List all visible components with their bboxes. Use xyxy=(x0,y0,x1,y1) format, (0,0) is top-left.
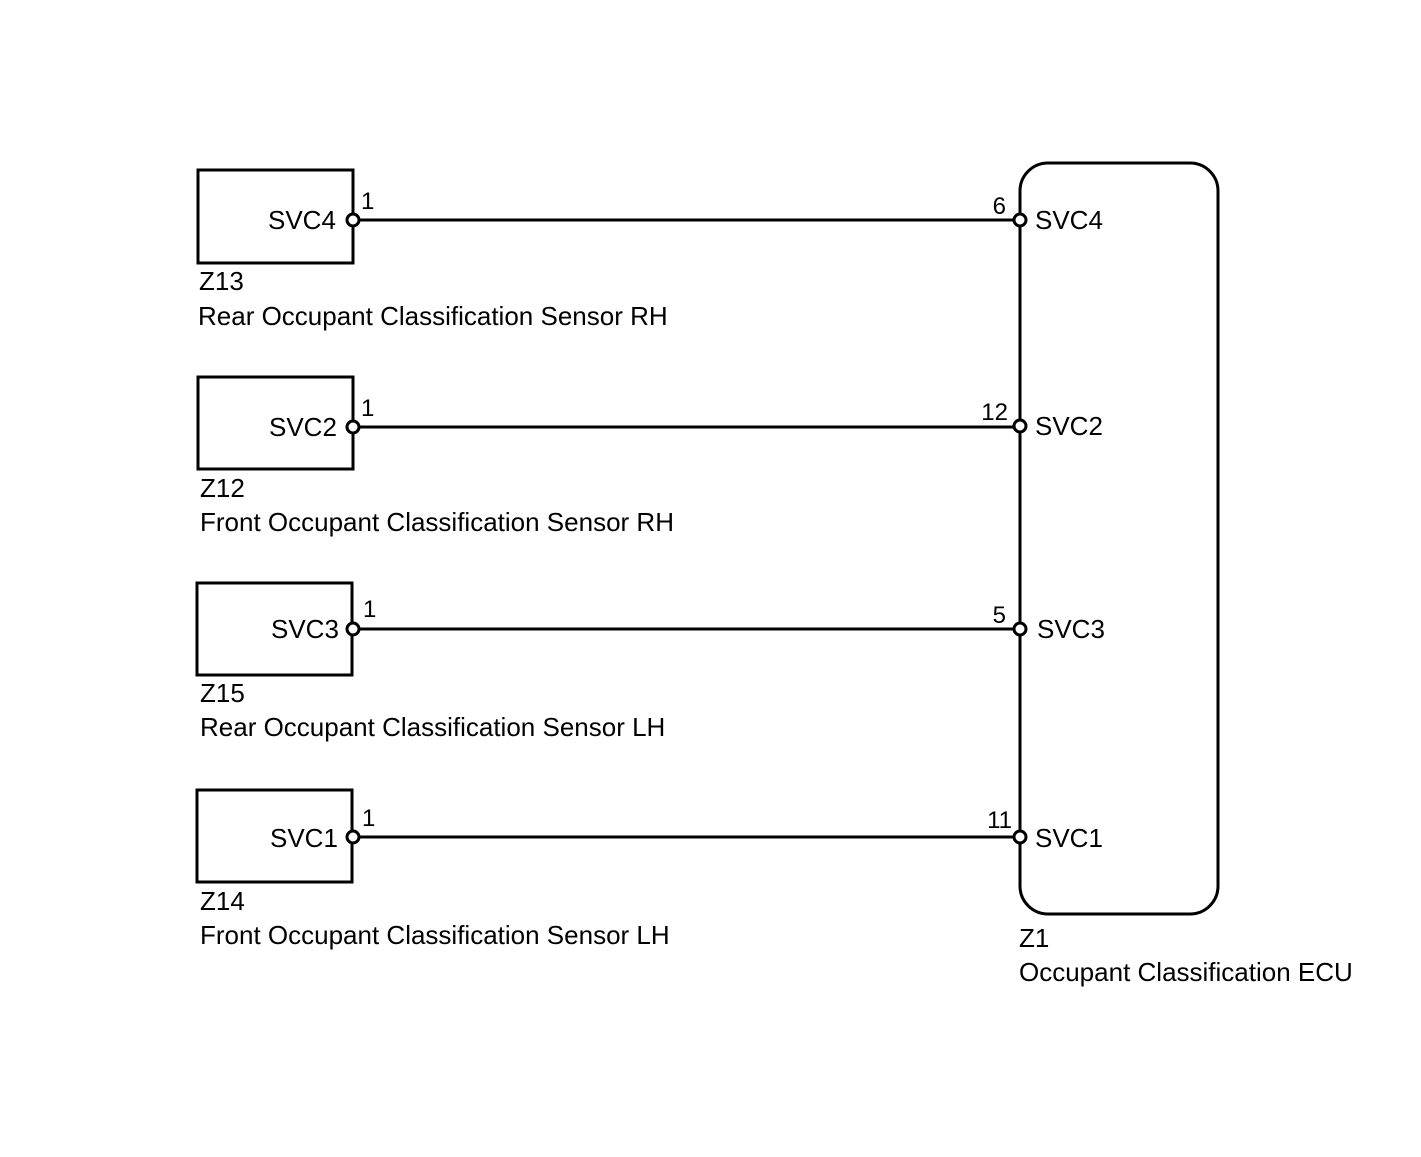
ecu-pin-number: 11 xyxy=(987,807,1012,834)
sensor-pin-number: 1 xyxy=(361,395,374,422)
sensor-name: Rear Occupant Classification Sensor RH xyxy=(198,301,668,331)
sensor-pin-label: SVC3 xyxy=(271,614,339,644)
sensor-code: Z14 xyxy=(200,886,245,916)
ecu-terminal xyxy=(1012,829,1028,845)
sensor-terminal xyxy=(345,419,361,435)
ecu-pin-number: 6 xyxy=(993,193,1006,220)
ecu-pin-number: 5 xyxy=(993,602,1006,629)
sensor-name: Front Occupant Classification Sensor RH xyxy=(200,507,674,537)
sensor-name: Front Occupant Classification Sensor LH xyxy=(200,920,670,950)
sensor-terminal xyxy=(345,212,361,228)
sensor-z15: SVC3 1 5 SVC3 Z15 Rear Occupant Classifi… xyxy=(195,581,1105,742)
sensor-code: Z15 xyxy=(200,678,245,708)
ecu-terminal xyxy=(1012,621,1028,637)
sensor-code: Z12 xyxy=(200,473,245,503)
ecu-pin-label: SVC4 xyxy=(1035,205,1103,235)
sensor-pin-number: 1 xyxy=(361,188,374,215)
ecu-pin-label: SVC1 xyxy=(1035,823,1103,853)
ecu-box xyxy=(1018,161,1220,916)
sensor-z12: SVC2 1 12 SVC2 Z12 Front Occupant Classi… xyxy=(196,375,1103,537)
sensor-terminal xyxy=(345,829,361,845)
ecu-name: Occupant Classification ECU xyxy=(1019,957,1353,987)
ecu-terminal xyxy=(1012,212,1028,228)
ecu-pin-number: 12 xyxy=(981,399,1008,426)
sensor-pin-label: SVC2 xyxy=(269,412,337,442)
ecu-pin-label: SVC2 xyxy=(1035,411,1103,441)
sensor-code: Z13 xyxy=(199,266,244,296)
sensor-z14: SVC1 1 11 SVC1 Z14 Front Occupant Classi… xyxy=(195,788,1103,950)
sensor-z13: SVC4 1 6 SVC4 Z13 Rear Occupant Classifi… xyxy=(196,168,1103,331)
sensor-terminal xyxy=(345,621,361,637)
sensor-pin-number: 1 xyxy=(363,596,376,623)
sensor-pin-number: 1 xyxy=(362,805,375,832)
ecu-pin-label: SVC3 xyxy=(1037,614,1105,644)
sensor-pin-label: SVC4 xyxy=(268,205,336,235)
sensor-pin-label: SVC1 xyxy=(270,823,338,853)
ecu-terminal xyxy=(1012,418,1028,434)
sensor-name: Rear Occupant Classification Sensor LH xyxy=(200,712,665,742)
ecu-code: Z1 xyxy=(1019,923,1049,953)
